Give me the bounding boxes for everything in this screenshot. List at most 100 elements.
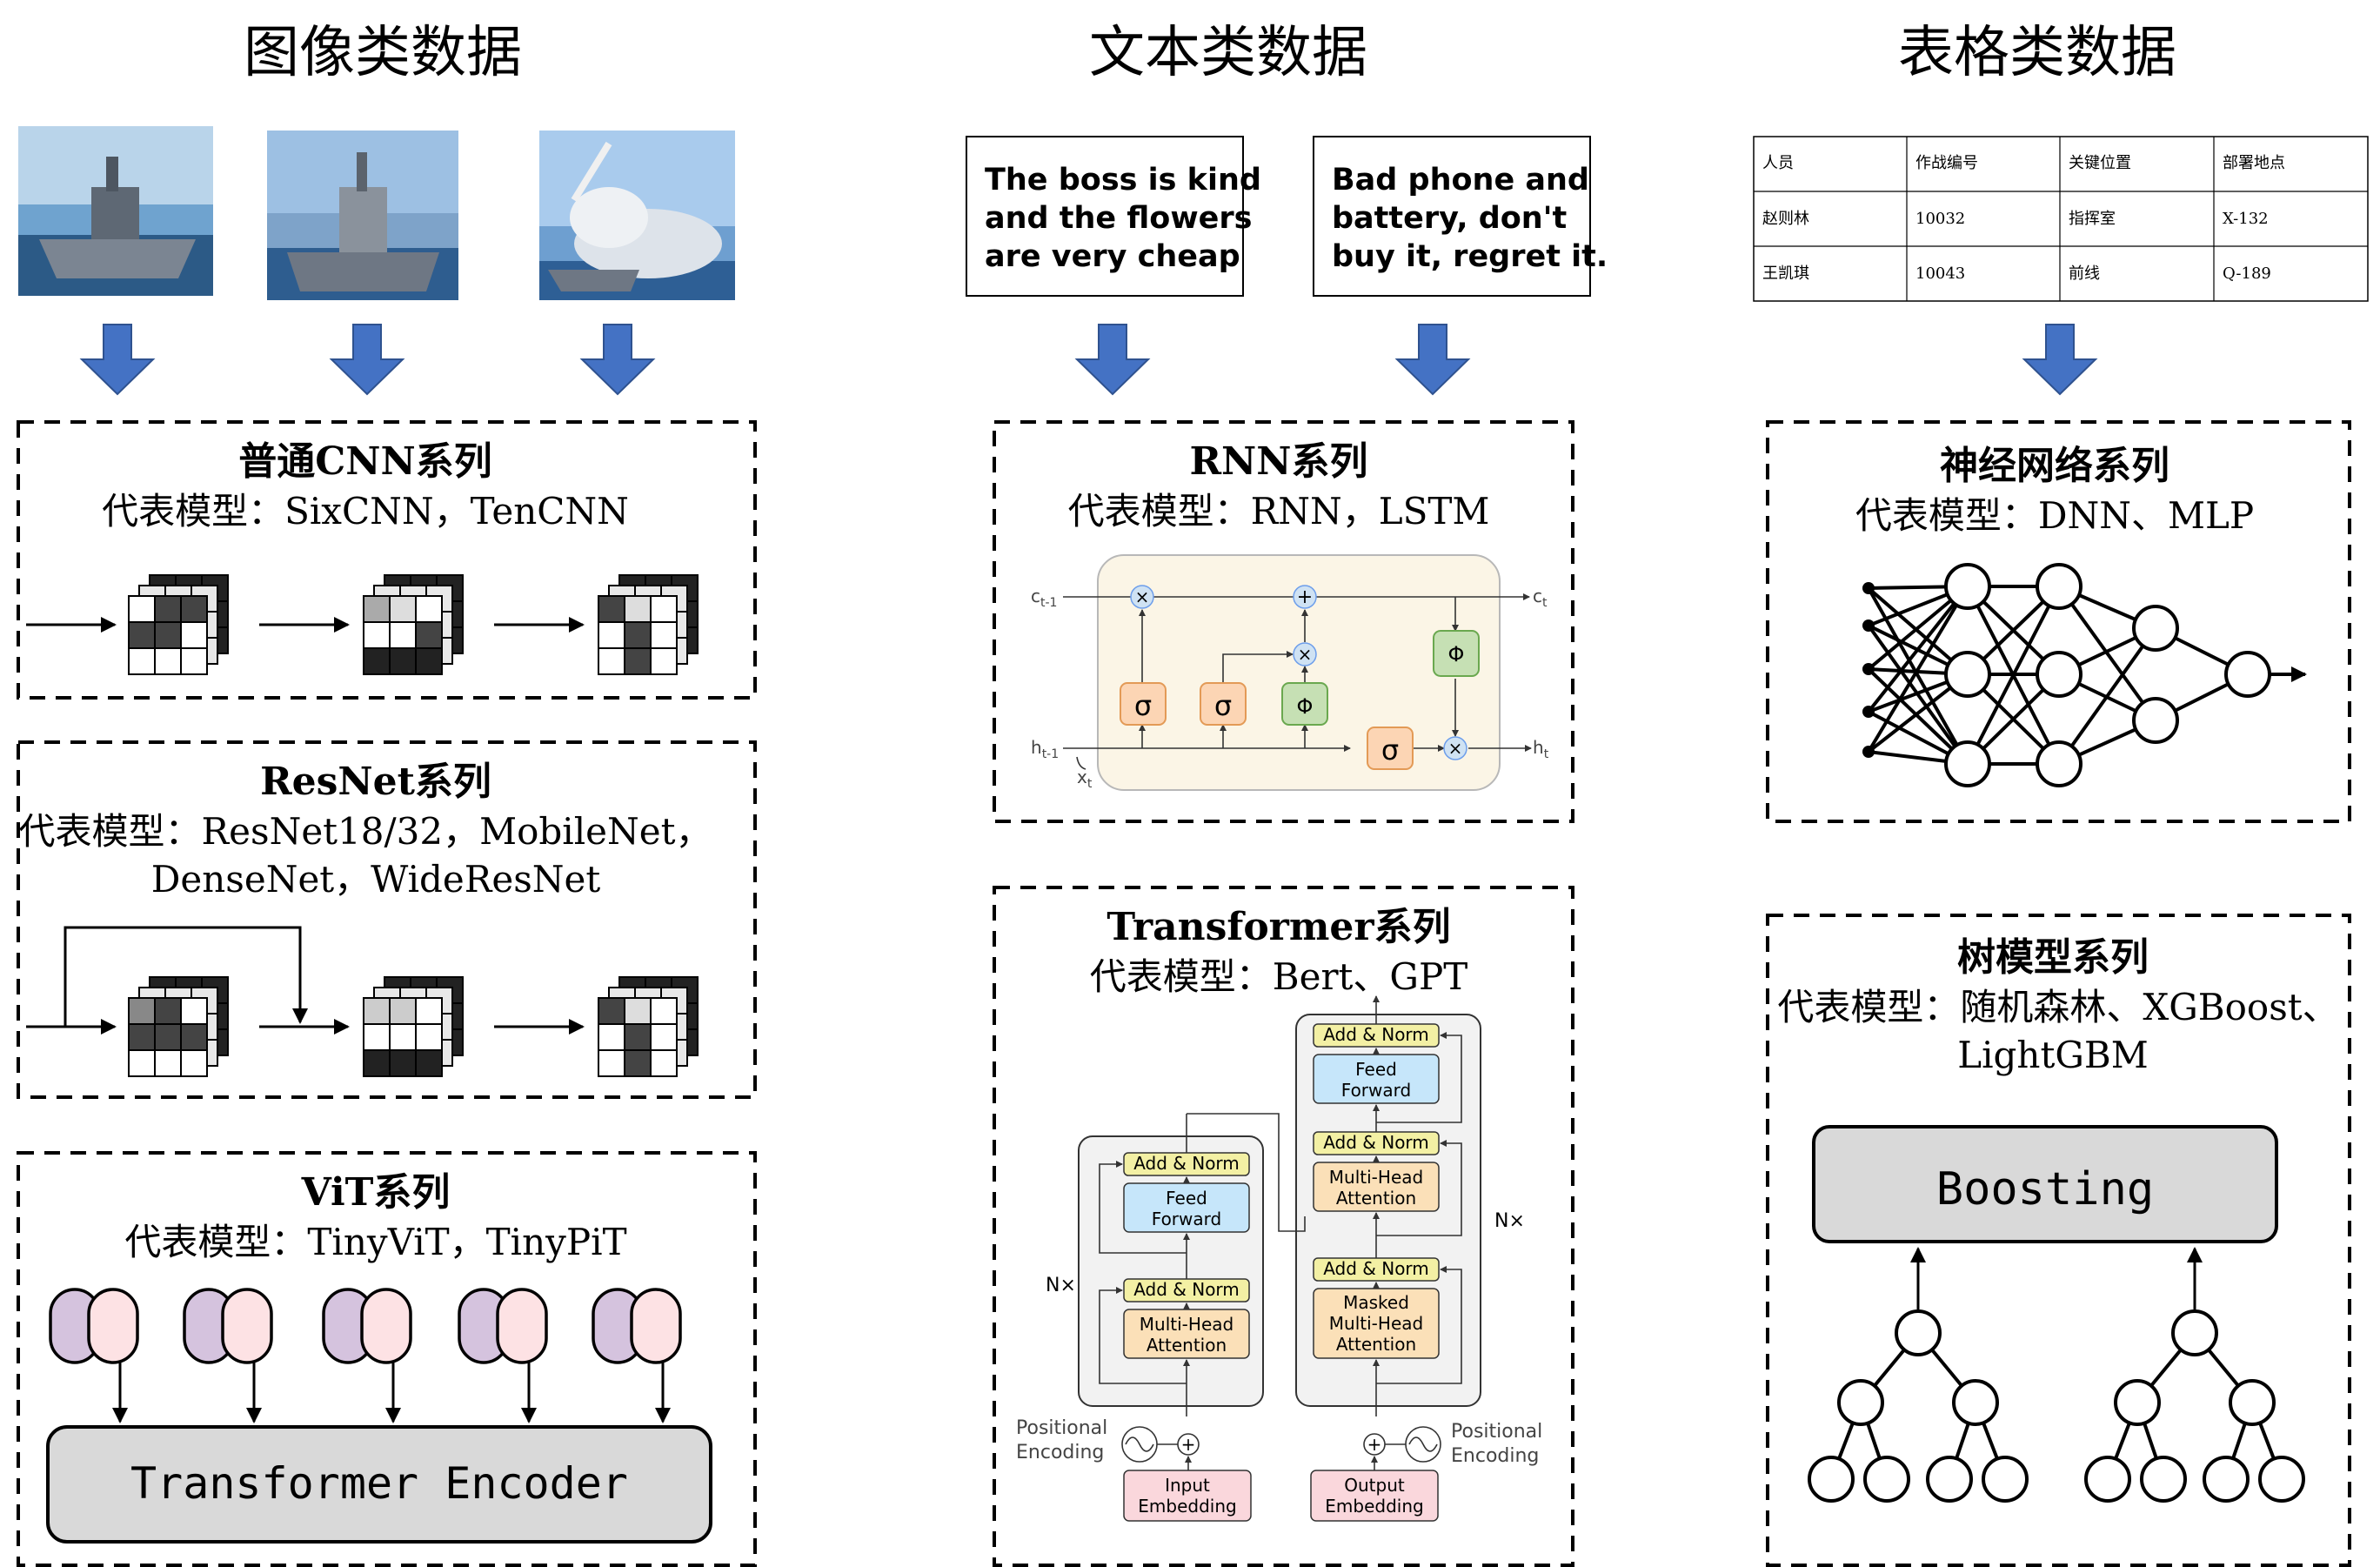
table-cell: 前线: [2069, 265, 2100, 283]
feature-map-stack-3: [598, 574, 699, 675]
lstm-c-next-sub: t: [1542, 596, 1548, 610]
ship-photo-3: [539, 131, 735, 300]
lstm-output-gate-sigma: σ: [1381, 733, 1399, 767]
sample-data-table: 人员 作战编号 关键位置 部署地点 赵则林 10032 指挥室 X-132 王凯…: [1753, 136, 2369, 302]
feature-map-stack-1: [128, 574, 229, 675]
decoder-pos-encoding-line-1: Positional: [1451, 1421, 1542, 1443]
down-arrow-icon: [1394, 324, 1471, 396]
input-node: [1862, 619, 1875, 632]
decision-tree: [2084, 1309, 2305, 1503]
tree-section-models-line-2: LightGBM: [1957, 1034, 2149, 1076]
text-sample-2: Bad phone and battery, don't buy it, reg…: [1313, 136, 1608, 297]
decoder-masked-mha-line-2: Multi-Head: [1329, 1313, 1423, 1334]
lstm-x-label: x: [1077, 767, 1087, 787]
down-arrow-icon: [1074, 324, 1151, 396]
patch-token-pair: [183, 1288, 273, 1423]
rnn-section-box: [993, 420, 1574, 823]
input-embedding-line-2: Embedding: [1138, 1496, 1236, 1517]
text-sample-1-line-1: The boss is kind: [985, 163, 1261, 198]
encoder-pos-encoding-line-1: Positional: [1016, 1417, 1107, 1439]
output-embedding-line-1: Output: [1344, 1475, 1405, 1496]
decoder-mha-line-1: Multi-Head: [1329, 1167, 1423, 1188]
nn-section-models: 代表模型：DNN、MLP: [1855, 494, 2254, 537]
neural-network-diagram: [1862, 563, 2307, 787]
svg-text:ht: ht: [1533, 737, 1549, 761]
decoder-nx-label: N×: [1494, 1210, 1525, 1232]
lstm-multiply-op: ×: [1448, 738, 1463, 759]
boosting-box: [1812, 1125, 2278, 1243]
transformer-section-box: [993, 886, 1574, 1567]
lstm-multiply-op: ×: [1298, 644, 1313, 665]
feature-map-stack-4: [128, 976, 229, 1077]
rnn-section-title: RNN系列: [1189, 439, 1367, 484]
tree-section-title: 树模型系列: [1957, 935, 2149, 980]
decoder-pos-add-op: +: [1367, 1434, 1382, 1455]
text-sample-1-line-3: are very cheap: [985, 239, 1240, 274]
transformer-section-models: 代表模型：Bert、GPT: [1090, 955, 1468, 998]
table-cell: 指挥室: [2069, 210, 2116, 228]
feature-map-stack-5: [363, 976, 464, 1077]
cnn-section-box: [17, 420, 757, 700]
boosting-diagram: Boosting: [1808, 1125, 2305, 1503]
decoder-add-norm-2: Add & Norm: [1323, 1132, 1429, 1153]
text-sample-2-line-3: buy it, regret it.: [1332, 239, 1608, 274]
neuron-node: [2036, 563, 2082, 610]
boosting-label: Boosting: [1936, 1163, 2154, 1215]
table-cell: Q-189: [2223, 265, 2271, 283]
svg-text:ct-1: ct-1: [1031, 586, 1057, 610]
feature-map-stack-6: [598, 976, 699, 1077]
vit-section-models: 代表模型：TinyViT，TinyPiT: [124, 1221, 626, 1263]
decoder-add-norm-1: Add & Norm: [1323, 1258, 1429, 1279]
table-header-cell: 人员: [1762, 154, 1794, 172]
feature-map-stack-2: [363, 574, 464, 675]
transformer-architecture-diagram: Add & Norm Feed Forward Add & Norm Multi…: [1016, 995, 1542, 1522]
lstm-output-phi: Φ: [1448, 642, 1465, 666]
lstm-h-next-label: h: [1533, 737, 1544, 758]
lstm-candidate-phi: Φ: [1297, 694, 1314, 719]
encoder-mha-line-1: Multi-Head: [1140, 1314, 1233, 1335]
encoder-mha-line-2: Attention: [1147, 1335, 1227, 1356]
table-cell: X-132: [2223, 210, 2269, 228]
transformer-encoder-label: Transformer Encoder: [130, 1458, 628, 1509]
ship-photo-1: [18, 126, 213, 296]
decoder-feed-forward-line-1: Feed: [1355, 1059, 1397, 1080]
input-node: [1862, 663, 1875, 675]
nn-section-box: [1766, 420, 2351, 823]
rnn-section-models: 代表模型：RNN，LSTM: [1068, 490, 1490, 532]
table-cell: 王凯琪: [1762, 265, 1809, 283]
cnn-section-title: 普通CNN系列: [238, 439, 491, 484]
lstm-input-gate-sigma: σ: [1214, 689, 1232, 722]
encoder-add-norm-1: Add & Norm: [1133, 1279, 1240, 1300]
table-header-cell: 作战编号: [1915, 154, 1978, 172]
lstm-forget-gate-sigma: σ: [1134, 689, 1152, 722]
cnn-diagram: [26, 574, 699, 675]
lstm-add-op: +: [1297, 586, 1313, 608]
sine-wave-icon: [1125, 1436, 1154, 1452]
neuron-node: [1944, 740, 1991, 787]
decoder-add-norm-3: Add & Norm: [1323, 1024, 1429, 1045]
patch-token-pair: [458, 1288, 548, 1423]
decoder-masked-mha-line-3: Attention: [1336, 1334, 1416, 1355]
table-cell: 10043: [1915, 265, 1965, 283]
transformer-encoder-box: [46, 1425, 712, 1544]
decoder-masked-mha-line-1: Masked: [1343, 1292, 1409, 1313]
down-arrow-icon: [2022, 324, 2098, 396]
tree-section-models-line-1: 代表模型：随机森林、XGBoost、: [1777, 986, 2338, 1028]
down-arrow-icon: [579, 324, 656, 396]
input-node: [1862, 746, 1875, 758]
image-column-title: 图像类数据: [244, 21, 522, 85]
decision-tree: [1808, 1309, 2029, 1503]
encoder-pos-add-op: +: [1181, 1434, 1196, 1455]
encoder-nx-label: N×: [1046, 1275, 1076, 1296]
cnn-section-models: 代表模型：SixCNN，TenCNN: [102, 490, 629, 532]
neuron-node: [2132, 605, 2179, 652]
encoder-feed-forward-line-2: Forward: [1152, 1209, 1221, 1229]
patch-token-pair: [592, 1288, 682, 1423]
sine-wave-icon: [1408, 1436, 1438, 1452]
lstm-c-prev-label: c: [1031, 586, 1040, 606]
neuron-node: [2036, 740, 2082, 787]
resnet-diagram: [26, 926, 699, 1077]
decoder-pos-encoding-line-2: Encoding: [1451, 1445, 1539, 1467]
lstm-c-prev-sub: t-1: [1040, 596, 1057, 610]
